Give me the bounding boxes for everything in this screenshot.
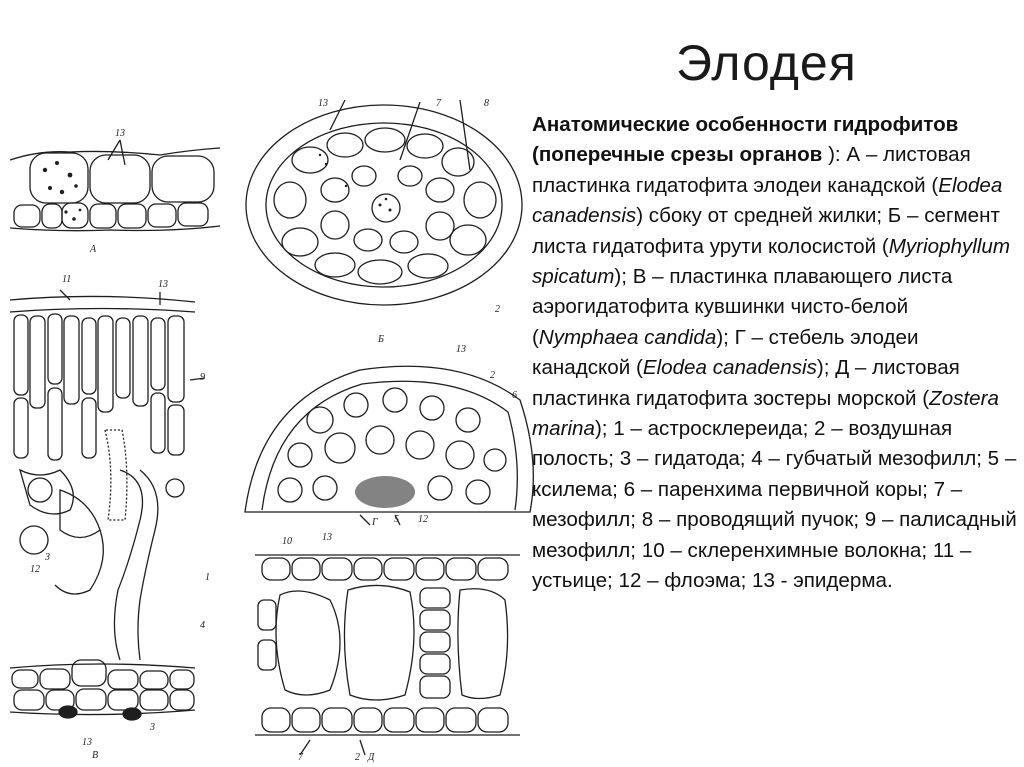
- description-text-3: ); В – пластинка плавающего листа аэроги…: [532, 265, 953, 349]
- latin-name-1: Elodea canadensis: [532, 173, 1003, 228]
- figure-description: Анатомические особенности гидрофитов (по…: [532, 110, 1020, 597]
- label-letter-G: Г: [371, 517, 378, 528]
- label-7-d: 7: [298, 752, 304, 763]
- latin-name-5: Zostera marina: [532, 386, 999, 441]
- label-9: 9: [200, 372, 205, 383]
- slide-title: Элодея: [676, 35, 857, 91]
- label-11: 11: [62, 274, 71, 285]
- latin-name-2: Myriophyllum spicatum: [532, 234, 1011, 289]
- label-13-d: 13: [322, 532, 332, 543]
- label-12-v: 12: [30, 564, 40, 575]
- description-heading-close: ):: [822, 143, 847, 167]
- label-4: 4: [200, 620, 205, 631]
- label-letter-D: Д: [367, 752, 375, 763]
- drawing-D-zostera-leaf: [255, 554, 520, 756]
- label-13-b: 13: [318, 98, 328, 109]
- latin-name-4: Elodea canadensis: [642, 356, 817, 380]
- label-2-d: 2: [355, 752, 360, 763]
- description-text-2: ) сбоку от средней жилки; Б – сегмент ли…: [532, 204, 1000, 258]
- label-7-b: 7: [436, 98, 442, 109]
- latin-name-3: Nymphaea candida: [538, 325, 717, 349]
- label-2-g: 2: [490, 370, 495, 381]
- description-heading: Анатомические особенности гидрофитов (по…: [532, 113, 959, 167]
- drawing-B-myriophyllum-segment: [245, 99, 523, 306]
- description-text-4: ); Г – стебель элодеи канадской (: [532, 325, 919, 380]
- drawing-A-elodea-leaf: [9, 139, 221, 232]
- label-13-v-bottom: 13: [82, 737, 92, 748]
- label-letter-A: А: [89, 244, 97, 255]
- label-letter-V: В: [92, 750, 98, 761]
- label-3-v-bottom: 3: [149, 722, 155, 733]
- label-6: 6: [512, 390, 517, 401]
- label-3-v: 3: [44, 552, 50, 563]
- label-12-g: 12: [418, 514, 428, 525]
- label-5: 5: [394, 514, 399, 525]
- description-text-1: А – листовая пластинка гидатофита элодеи…: [532, 143, 971, 197]
- label-13-g: 13: [456, 344, 466, 355]
- drawing-G-elodea-stem: [244, 365, 534, 526]
- label-1: 1: [205, 572, 210, 583]
- label-letter-B: Б: [377, 334, 384, 345]
- label-10: 10: [282, 536, 292, 547]
- drawing-V-nymphaea-leaf: [9, 289, 206, 721]
- label-8: 8: [484, 98, 489, 109]
- label-13-a: 13: [115, 128, 125, 139]
- description-text-5: ); Д – листовая пластинка гидатофита зос…: [532, 356, 960, 410]
- description-text-6: ); 1 – астросклереида; 2 – воздушная пол…: [532, 417, 1017, 593]
- label-13-v: 13: [158, 279, 168, 290]
- label-2-b: 2: [495, 304, 500, 315]
